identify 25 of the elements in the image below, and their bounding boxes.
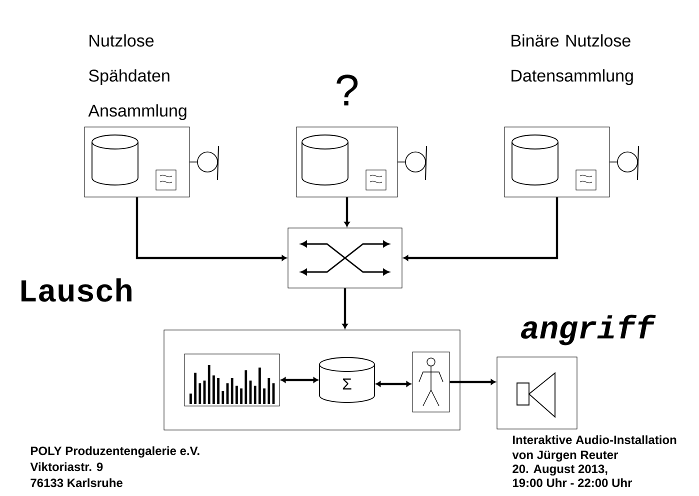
info-text: Viktoriastr. 9 bbox=[30, 462, 103, 472]
node-label: Σ bbox=[342, 378, 352, 390]
info-text: von Jürgen Reuter bbox=[512, 450, 618, 462]
arrow bbox=[376, 381, 412, 387]
info-text: 19:00 Uhr - 22:00 Uhr bbox=[512, 478, 632, 488]
question-mark: ? bbox=[336, 74, 358, 106]
speaker-box bbox=[496, 356, 578, 430]
info-text: 76133 Karlsruhe bbox=[30, 478, 122, 488]
arrow bbox=[136, 197, 287, 261]
info-text: 20. August 2013, bbox=[512, 464, 608, 476]
arrow bbox=[344, 197, 350, 227]
heading: Binäre Nutzlose Datensammlung bbox=[512, 34, 633, 86]
heading: Nutzlose Spähdaten Ansammlung bbox=[88, 34, 186, 120]
info-text: POLY Produzentengalerie e.V. bbox=[31, 446, 200, 458]
bar-chart bbox=[184, 354, 280, 406]
arrow bbox=[450, 379, 496, 385]
person-box bbox=[412, 352, 450, 412]
frame-box bbox=[164, 330, 460, 430]
title-word: Lausch bbox=[22, 278, 132, 302]
title-word: angriff bbox=[521, 314, 656, 346]
arrow bbox=[403, 197, 558, 261]
arrow bbox=[342, 288, 348, 329]
switch-box bbox=[288, 228, 402, 288]
arrow bbox=[280, 377, 318, 383]
database-cylinder: Σ bbox=[319, 357, 375, 403]
